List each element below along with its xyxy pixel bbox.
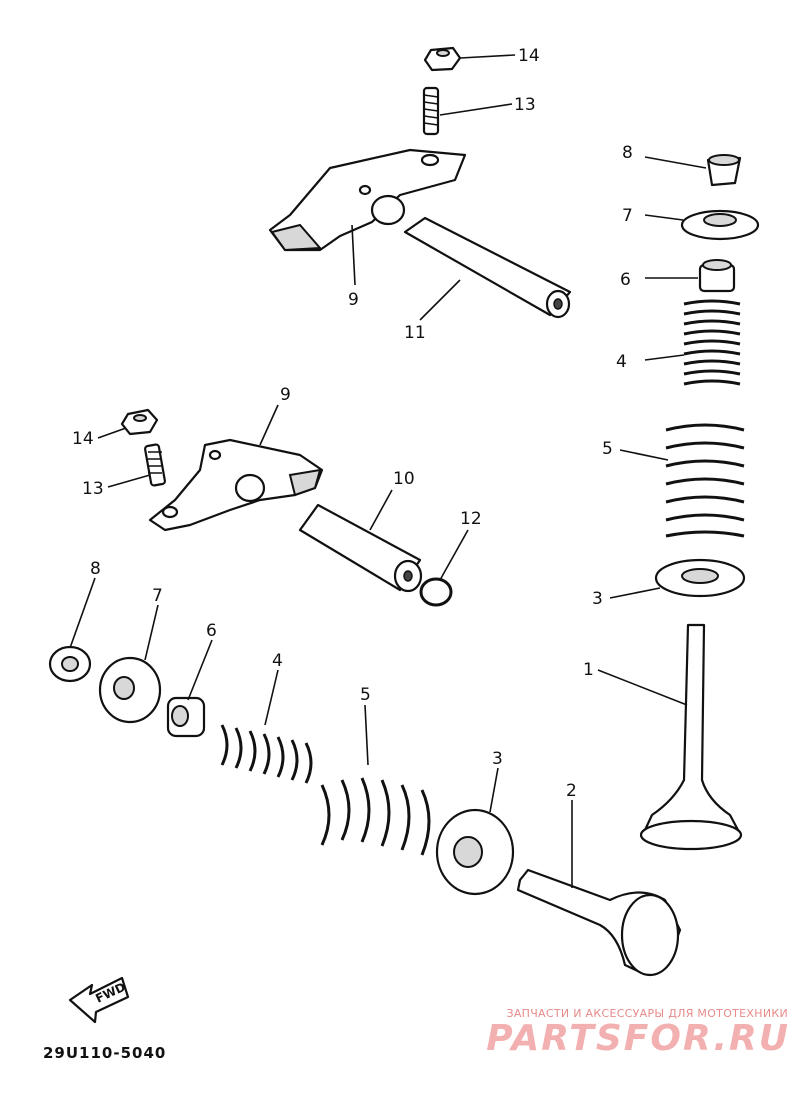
spring-seat-left	[435, 808, 515, 896]
spring-retainer-right	[680, 209, 760, 241]
callout-7-left: 7	[152, 586, 163, 606]
callout-5-left: 5	[360, 685, 371, 705]
outer-spring-left	[320, 777, 431, 856]
callout-3-right: 3	[592, 589, 603, 609]
rocker-shaft-middle	[298, 503, 423, 593]
diagram-code: 29U110-5040	[43, 1044, 167, 1062]
outer-spring-right	[665, 423, 745, 538]
callout-8-right: 8	[622, 143, 633, 163]
watermark-subtitle: ЗАПЧАСТИ И АКСЕССУАРЫ ДЛЯ МОТОТЕХНИКИ	[506, 1007, 788, 1020]
callout-10: 10	[393, 469, 415, 489]
valve-stem-seal-left	[166, 696, 206, 738]
valve-cotter-right	[706, 154, 742, 187]
rocker-arm-upper	[268, 148, 467, 252]
spring-retainer-left	[98, 656, 162, 724]
lock-nut-middle	[120, 408, 159, 436]
fwd-arrow-icon: FWD	[68, 976, 130, 1024]
rocker-shaft-upper	[403, 216, 572, 319]
callout-1: 1	[583, 660, 594, 680]
callout-6-right: 6	[620, 270, 631, 290]
callout-5-right: 5	[602, 439, 613, 459]
watermark-logo: PARTSFOR.RU	[486, 1018, 790, 1059]
callout-3-left: 3	[492, 749, 503, 769]
valve-stem-seal-right	[698, 259, 736, 293]
callout-8-left: 8	[90, 559, 101, 579]
callout-13-mid: 13	[82, 479, 104, 499]
adjusting-screw-upper	[422, 86, 440, 136]
lock-nut-upper	[423, 46, 462, 72]
leader-lines	[69, 54, 707, 888]
callout-7-right: 7	[622, 206, 633, 226]
inner-spring-left	[220, 724, 313, 784]
callout-9-mid: 9	[280, 385, 291, 405]
callout-4-left: 4	[272, 651, 283, 671]
intake-valve	[516, 868, 682, 977]
callout-6-left: 6	[206, 621, 217, 641]
exhaust-valve	[639, 623, 743, 851]
adjusting-screw-middle	[144, 443, 166, 487]
inner-spring-right	[683, 299, 741, 386]
callout-11: 11	[404, 323, 426, 343]
valve-cotter-left	[48, 645, 92, 683]
o-ring	[419, 577, 453, 607]
callout-14-mid: 14	[72, 429, 94, 449]
callout-12: 12	[460, 509, 482, 529]
rocker-arm-middle	[148, 438, 324, 532]
spring-seat-right	[654, 558, 746, 598]
callout-14-top: 14	[518, 46, 540, 66]
callout-2: 2	[566, 781, 577, 801]
callout-13-top: 13	[514, 95, 536, 115]
callout-9-top: 9	[348, 290, 359, 310]
callout-4-right: 4	[616, 352, 627, 372]
callout-numbers: 14 13 9 11 8 7 6 4 9 14 13 10 12 5 3 1 8…	[72, 46, 633, 801]
